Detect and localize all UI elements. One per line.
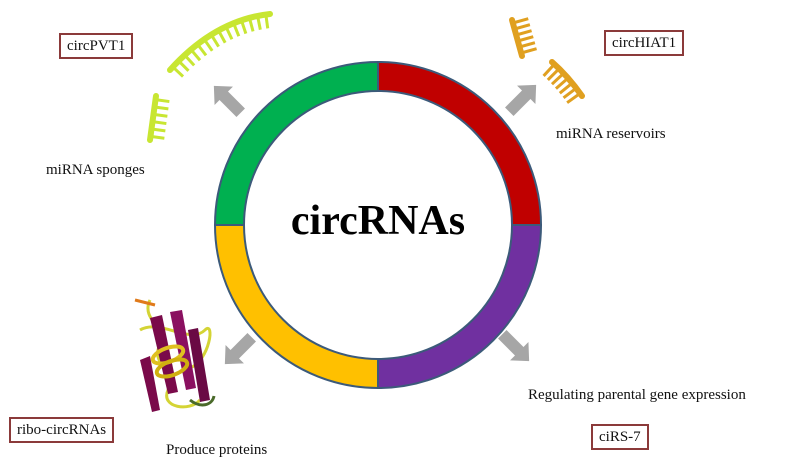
- icon-tooth: [150, 134, 165, 140]
- icon-tooth: [217, 29, 227, 44]
- arrow-up-right: [505, 84, 537, 116]
- caption-mirna-reservoirs: miRNA reservoirs: [556, 126, 666, 142]
- icon-tooth: [256, 15, 262, 30]
- example-label-cirs7: ciRS-7: [591, 424, 649, 450]
- icon-tooth: [512, 17, 529, 25]
- icon-tooth: [154, 105, 169, 111]
- icon-tooth: [203, 38, 214, 52]
- caption-regulating-parental-gene-expression: Regulating parental gene expression: [528, 387, 746, 403]
- icon-tooth: [519, 41, 536, 49]
- icon-tooth: [517, 35, 534, 43]
- icon-tooth: [209, 33, 220, 48]
- icon-tooth: [189, 48, 202, 62]
- ring-segment-top-left: [213, 60, 379, 226]
- mirna-reservoir-icon: [509, 17, 585, 104]
- example-label-circhiat1: circHIAT1: [604, 30, 685, 56]
- example-label-ribo-circrnas: ribo-circRNAs: [9, 417, 115, 443]
- icon-tooth: [554, 76, 570, 90]
- icon-tooth: [247, 17, 255, 32]
- arrow-up-left: [213, 85, 245, 117]
- center-title: circRNAs: [290, 198, 466, 244]
- caption-produce-proteins: Produce proteins: [166, 442, 268, 458]
- caption-mirna-sponges: miRNA sponges: [46, 162, 145, 178]
- icon-tooth: [562, 86, 578, 100]
- icon-tooth: [264, 14, 270, 29]
- icon-tooth: [546, 67, 561, 82]
- icon-tooth: [196, 43, 208, 57]
- icon-tooth: [151, 127, 166, 133]
- protein-structure-icon: [134, 298, 216, 412]
- icon-tooth: [566, 92, 581, 104]
- icon-tooth: [558, 81, 574, 95]
- icon-tooth: [155, 98, 170, 104]
- icon-tooth: [240, 19, 248, 35]
- arrow-down-right: [498, 330, 530, 362]
- icon-tooth: [542, 63, 556, 77]
- mirna-sponge-icon: [147, 11, 273, 143]
- icon-tooth: [153, 112, 168, 118]
- icon-tooth: [152, 120, 167, 126]
- arrow-down-left: [224, 333, 256, 365]
- ring: [213, 60, 543, 390]
- icon-tooth: [232, 22, 241, 37]
- icon-tooth: [171, 65, 185, 78]
- icon-tooth: [514, 23, 531, 31]
- ring-segment-bottom-right: [377, 224, 543, 390]
- arrows: [213, 84, 537, 365]
- icon-tooth: [520, 47, 537, 55]
- icon-tooth: [177, 59, 190, 72]
- example-label-circpvt1: circPVT1: [59, 33, 134, 59]
- icon-tooth: [183, 54, 196, 67]
- icon-tooth: [515, 29, 532, 37]
- icon-tooth: [224, 25, 234, 40]
- icon-tooth: [550, 72, 565, 86]
